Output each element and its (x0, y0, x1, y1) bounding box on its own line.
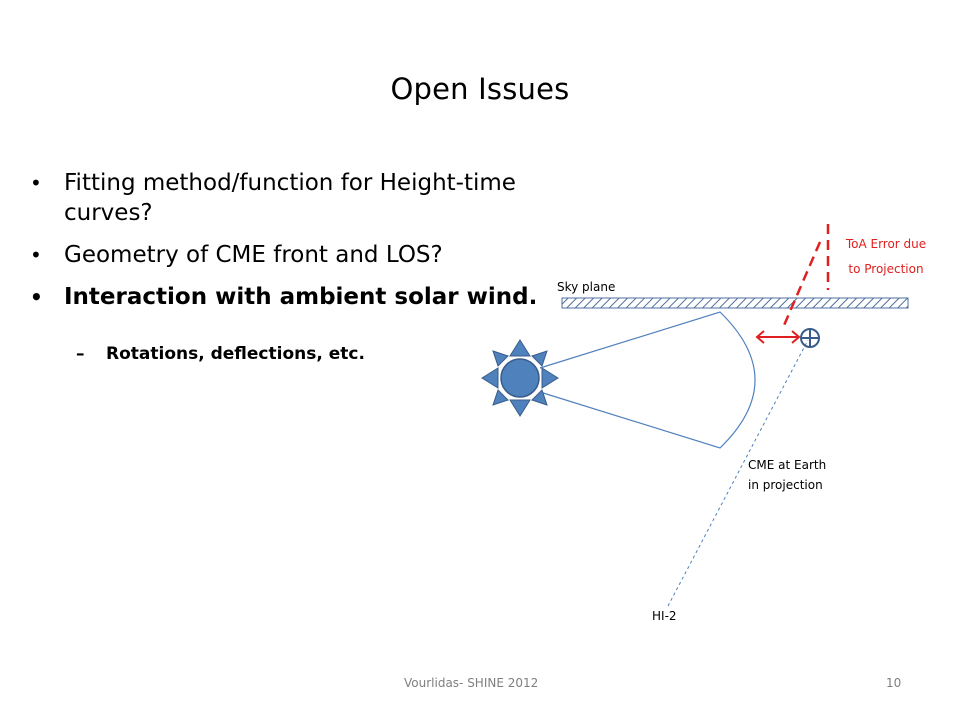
sky-plane-label: Sky plane (557, 280, 615, 294)
bullet-text-cont: curves? (64, 200, 153, 226)
sub-bullet-text: Rotations, deflections, etc. (106, 344, 365, 364)
bullet-fitting-method: • Fitting method/function for Height-tim… (30, 168, 590, 228)
bullet-geometry: • Geometry of CME front and LOS? (30, 240, 590, 270)
bullet-dot: • (30, 285, 43, 309)
bullet-text: Fitting method/function for Height-time (64, 170, 516, 196)
cme-earth-label-line2: in projection (748, 478, 823, 492)
toa-error-label-line2: to Projection (848, 262, 923, 276)
sub-bullet: – Rotations, deflections, etc. (76, 344, 365, 364)
footer-source: Vourlidas- SHINE 2012 (404, 676, 539, 690)
toa-error-arrow (755, 330, 801, 344)
toa-error-label-line1: ToA Error due (845, 237, 926, 251)
bullet-interaction: • Interaction with ambient solar wind. (30, 282, 590, 312)
projection-error-line (780, 241, 822, 331)
sub-bullet-dash: – (76, 344, 85, 364)
bullet-dot: • (30, 243, 42, 267)
footer-page-number: 10 (886, 676, 902, 690)
cme-earth-label-line1: CME at Earth (748, 458, 826, 472)
bullet-text: Geometry of CME front and LOS? (64, 242, 443, 268)
hi2-line-of-sight (667, 339, 809, 607)
bullet-text: Interaction with ambient solar wind. (64, 284, 538, 310)
cme-cone (539, 311, 756, 449)
slide-title: Open Issues (390, 72, 570, 106)
sun-icon (481, 339, 559, 417)
sky-plane-bar (561, 297, 909, 309)
earth-icon (800, 328, 820, 348)
bullet-dot: • (30, 171, 42, 195)
bullet-list: • Fitting method/function for Height-tim… (30, 168, 590, 324)
hi2-label: HI-2 (652, 609, 677, 623)
